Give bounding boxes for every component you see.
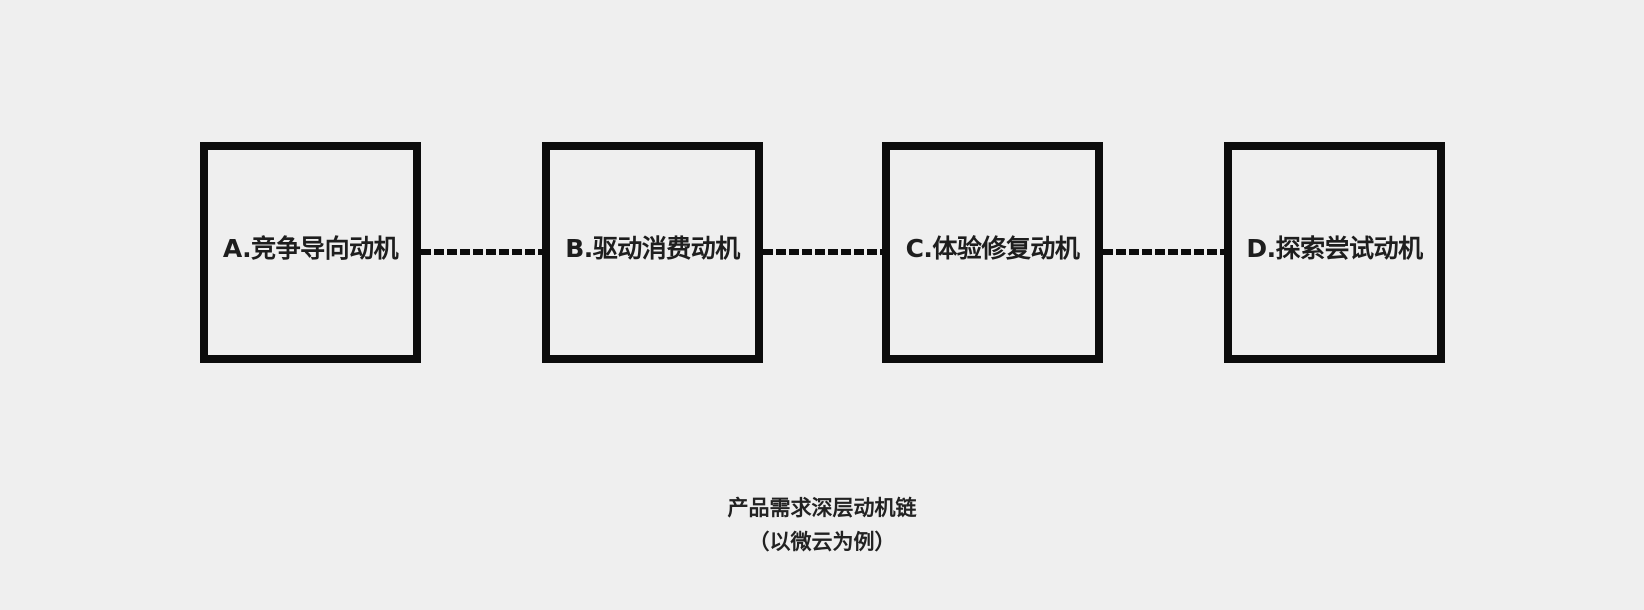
- node-a-label: A.竞争导向动机: [222, 233, 399, 263]
- connector-c-d: [1103, 249, 1224, 255]
- diagram-caption-subtitle: （以微云为例）: [748, 530, 896, 554]
- connector-b-c: [763, 249, 882, 255]
- node-d-exploration-motive: D.探索尝试动机: [1224, 142, 1445, 363]
- node-c-label: C.体验修复动机: [905, 233, 1080, 263]
- connector-a-b: [421, 249, 542, 255]
- node-c-experience-repair-motive: C.体验修复动机: [882, 142, 1103, 363]
- node-d-label: D.探索尝试动机: [1246, 233, 1423, 263]
- node-b-consumption-motive: B.驱动消费动机: [542, 142, 763, 363]
- node-b-label: B.驱动消费动机: [565, 233, 740, 263]
- node-a-competition-motive: A.竞争导向动机: [200, 142, 421, 363]
- diagram-caption-title: 产品需求深层动机链: [727, 496, 917, 520]
